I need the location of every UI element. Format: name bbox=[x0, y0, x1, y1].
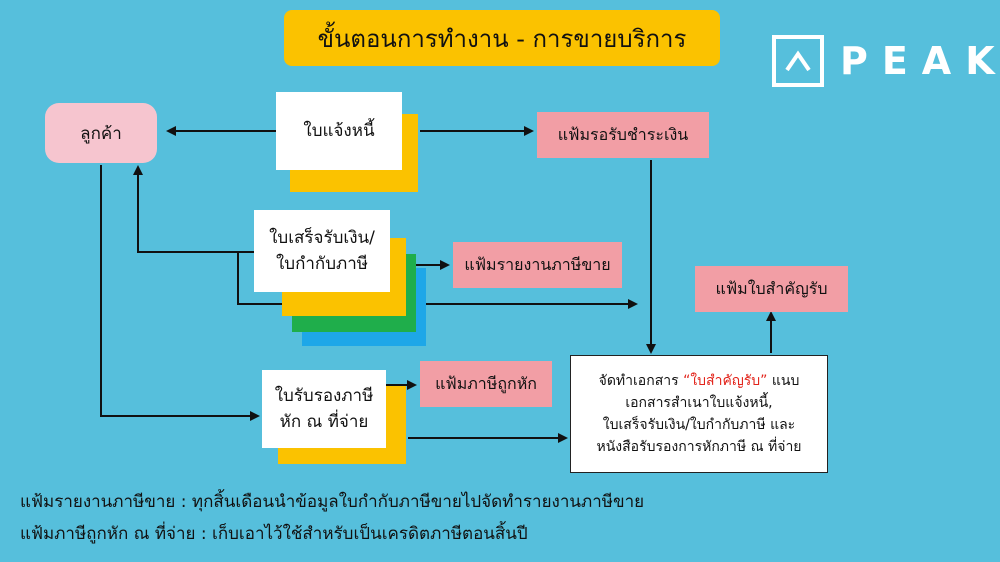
note-sales-tax-report: แฟ้มรายงานภาษีขาย : ทุกสิ้นเดือนนำข้อมูล… bbox=[20, 492, 645, 512]
wht-doc-stack: ใบรับรองภาษี หัก ณ ที่จ่าย bbox=[262, 370, 408, 466]
receipt-label-line1: ใบเสร็จรับเงิน/ bbox=[269, 228, 375, 248]
wht-doc: ใบรับรองภาษี หัก ณ ที่จ่าย bbox=[262, 370, 386, 448]
page-title: ขั้นตอนการทำงาน - การขายบริการ bbox=[284, 10, 720, 66]
file-withholding-tax-label: แฟ้มภาษีถูกหัก bbox=[435, 373, 537, 393]
arrow-receipt-to-customer bbox=[133, 165, 254, 253]
wht-label-line2: หัก ณ ที่จ่าย bbox=[279, 412, 369, 432]
customer-node: ลูกค้า bbox=[45, 103, 157, 163]
center-line1-prefix: จัดทำเอกสาร bbox=[598, 373, 684, 389]
center-line3: ใบเสร็จรับเงิน/ใบกำกับภาษี และ bbox=[602, 417, 796, 433]
center-line4: หนังสือรับรองการหักภาษี ณ ที่จ่าย bbox=[596, 439, 802, 455]
file-sales-tax-report: แฟ้มรายงานภาษีขาย bbox=[453, 242, 622, 288]
peak-logo-icon bbox=[772, 35, 824, 87]
center-line1-suffix: แนบ bbox=[767, 373, 800, 389]
invoice-label: ใบแจ้งหนี้ bbox=[303, 121, 375, 141]
wht-label-line1: ใบรับรองภาษี bbox=[274, 386, 374, 406]
file-sales-tax-report-label: แฟ้มรายงานภาษีขาย bbox=[464, 254, 611, 274]
customer-label: ลูกค้า bbox=[80, 123, 122, 144]
file-withholding-tax: แฟ้มภาษีถูกหัก bbox=[420, 361, 552, 407]
arrow-receipt-to-center bbox=[237, 252, 638, 309]
invoice-doc-stack: ใบแจ้งหนี้ bbox=[276, 92, 418, 192]
file-receipts-label: แฟ้มใบสำคัญรับ bbox=[715, 278, 828, 298]
page-title-text: ขั้นตอนการทำงาน - การขายบริการ bbox=[317, 24, 687, 53]
receipt-doc: ใบเสร็จรับเงิน/ ใบกำกับภาษี bbox=[254, 210, 390, 292]
invoice-doc: ใบแจ้งหนี้ bbox=[276, 92, 402, 170]
line-customer-to-wht bbox=[100, 165, 260, 421]
center-line1: จัดทำเอกสาร “ใบสำคัญรับ” แนบ bbox=[599, 370, 800, 392]
file-pending-payment-label: แฟ้มรอรับชำระเงิน bbox=[557, 124, 689, 144]
receipt-doc-stack: ใบเสร็จรับเงิน/ ใบกำกับภาษี bbox=[254, 210, 429, 350]
peak-logo: PEAK bbox=[772, 34, 1000, 88]
center-line1-highlight: “ใบสำคัญรับ” bbox=[683, 373, 768, 389]
file-receipts: แฟ้มใบสำคัญรับ bbox=[695, 266, 848, 312]
prepare-receipt-voucher-box: จัดทำเอกสาร “ใบสำคัญรับ” แนบ เอกสารสำเนา… bbox=[570, 355, 828, 473]
file-pending-payment: แฟ้มรอรับชำระเงิน bbox=[537, 112, 709, 158]
center-line2: เอกสารสำเนาใบแจ้งหนี้, bbox=[625, 395, 773, 411]
peak-logo-text: PEAK bbox=[840, 39, 1000, 83]
note-withholding-tax: แฟ้มภาษีถูกหัก ณ ที่จ่าย : เก็บเอาไว้ใช้… bbox=[20, 524, 528, 544]
receipt-label-line2: ใบกำกับภาษี bbox=[276, 254, 368, 274]
